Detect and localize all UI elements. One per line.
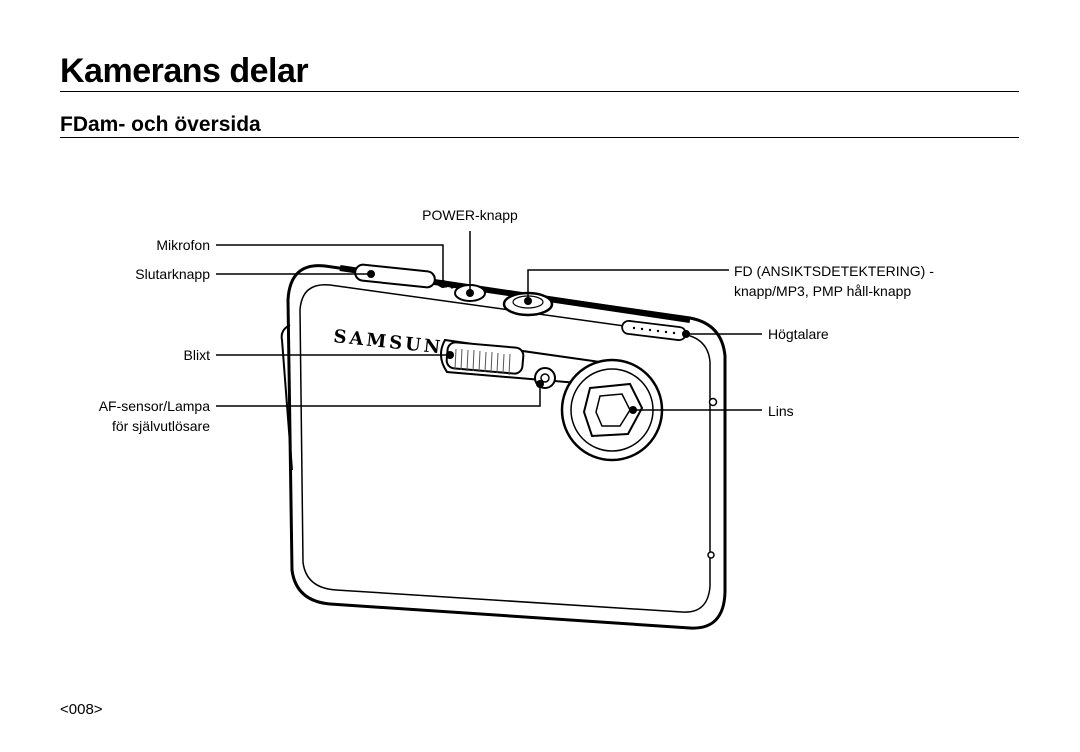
lens-shutter-inner [595,393,631,427]
camera-front-panel [299,283,711,613]
lens-shutter [582,382,644,438]
label-flash: Blixt [183,347,210,363]
page-number: <008> [60,701,103,718]
title-rule [60,91,1019,92]
strap-hole [708,397,718,407]
label-fd-button-line2: knapp/MP3, PMP håll-knapp [734,283,912,299]
flash-pattern [454,348,511,376]
label-lens: Lins [768,403,794,419]
section-subtitle: FDam- och översida [60,113,261,136]
label-speaker: Högtalare [768,326,829,342]
label-af-sensor-line2: för självutlösare [111,418,210,434]
shutter-button [354,263,436,289]
label-microphone: Mikrofon [156,237,210,253]
speaker-holes [632,326,676,335]
mic-hole [450,285,454,289]
label-af-sensor-line1: AF-sensor/Lampa [98,398,210,414]
callout-dots [367,270,690,414]
camera-body [286,264,727,630]
label-power-button: POWER-knapp [422,207,518,223]
page-title: Kamerans delar [60,52,309,90]
label-fd-button-line1: FD (ANSIKTSDETEKTERING) - [734,263,934,279]
af-sensor-inner [540,373,550,383]
label-shutter-button: Slutarknapp [135,266,210,282]
callout-lines [216,231,762,411]
grip-edge [280,324,293,471]
subtitle-rule [60,137,1019,138]
side-hole [707,551,715,559]
